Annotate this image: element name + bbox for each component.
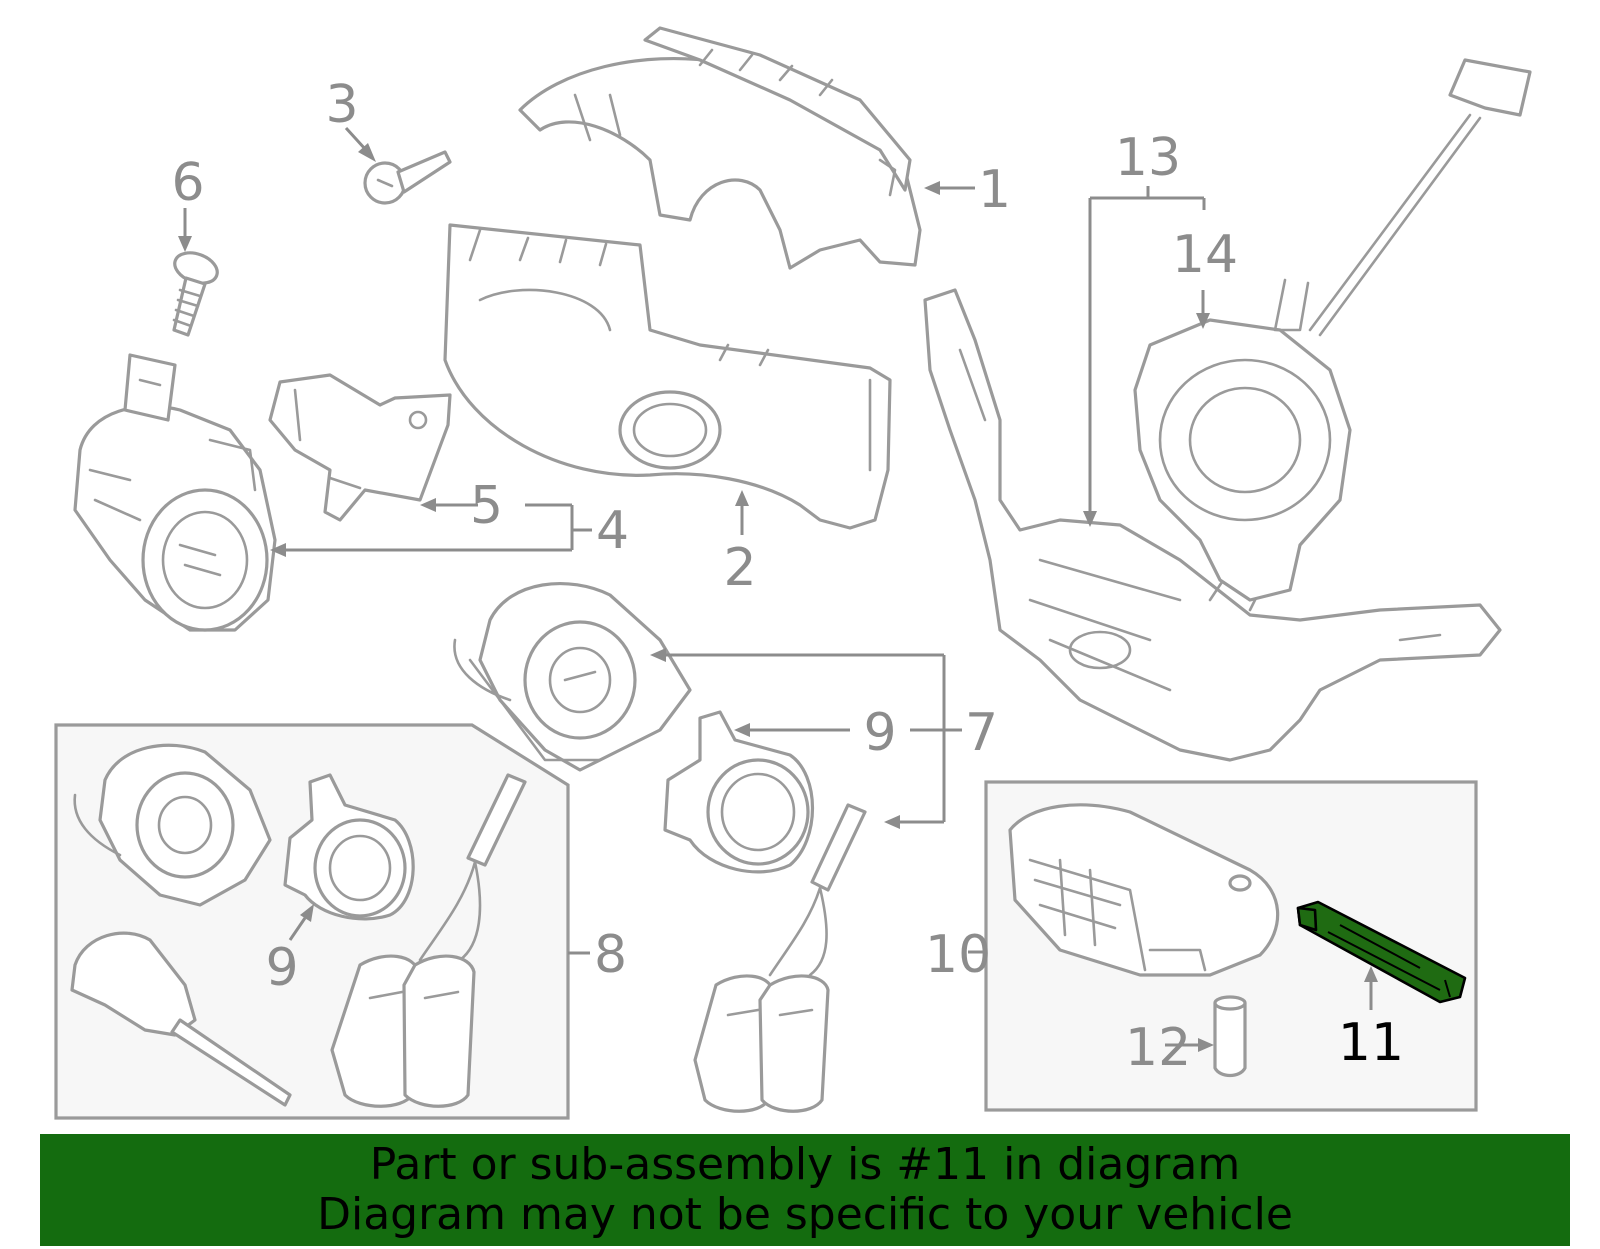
upper-column-cover[interactable] [518, 26, 922, 270]
clock-spring-14[interactable] [1133, 58, 1532, 602]
banner-line-2: Diagram may not be specific to your vehi… [317, 1189, 1293, 1240]
lock-set-8[interactable] [70, 743, 527, 1108]
screw-3[interactable] [363, 150, 452, 205]
callout-4: 4 [596, 501, 629, 561]
emergency-key-11[interactable] [1296, 900, 1467, 1004]
callout-12: 12 [1125, 1018, 1191, 1078]
callout-9-main: 9 [863, 703, 896, 763]
keys-7[interactable] [693, 803, 867, 1113]
banner-line-1: Part or sub-assembly is #11 in diagram [369, 1139, 1241, 1190]
battery-12[interactable] [1213, 995, 1247, 1078]
callout-5: 5 [470, 476, 503, 536]
key-fob-10[interactable] [1008, 803, 1280, 977]
callout-9-inset: 9 [265, 938, 298, 998]
callout-2: 2 [723, 538, 756, 598]
leader-lines [178, 126, 1378, 1052]
callout-1: 1 [978, 160, 1011, 220]
screw-6[interactable] [171, 247, 222, 337]
info-banner: Part or sub-assembly is #11 in diagram D… [40, 1134, 1570, 1246]
combination-switch-13[interactable] [923, 288, 1502, 762]
callout-10: 10 [925, 925, 991, 985]
callout-8: 8 [594, 925, 627, 985]
lower-column-cover[interactable] [443, 223, 892, 530]
callout-labels: 1 2 3 4 5 6 7 9 9 8 10 11 12 13 14 [171, 75, 1404, 1078]
ignition-lock-7[interactable] [453, 581, 692, 772]
callout-13: 13 [1115, 128, 1181, 188]
callout-14: 14 [1172, 225, 1238, 285]
callout-3: 3 [325, 75, 358, 135]
lock-ring-9[interactable] [663, 710, 815, 874]
bracket-5[interactable] [268, 373, 452, 522]
callout-6: 6 [171, 153, 204, 213]
immobilizer-housing-4[interactable] [73, 353, 277, 632]
callout-11: 11 [1338, 1013, 1404, 1073]
callout-7: 7 [965, 703, 998, 763]
